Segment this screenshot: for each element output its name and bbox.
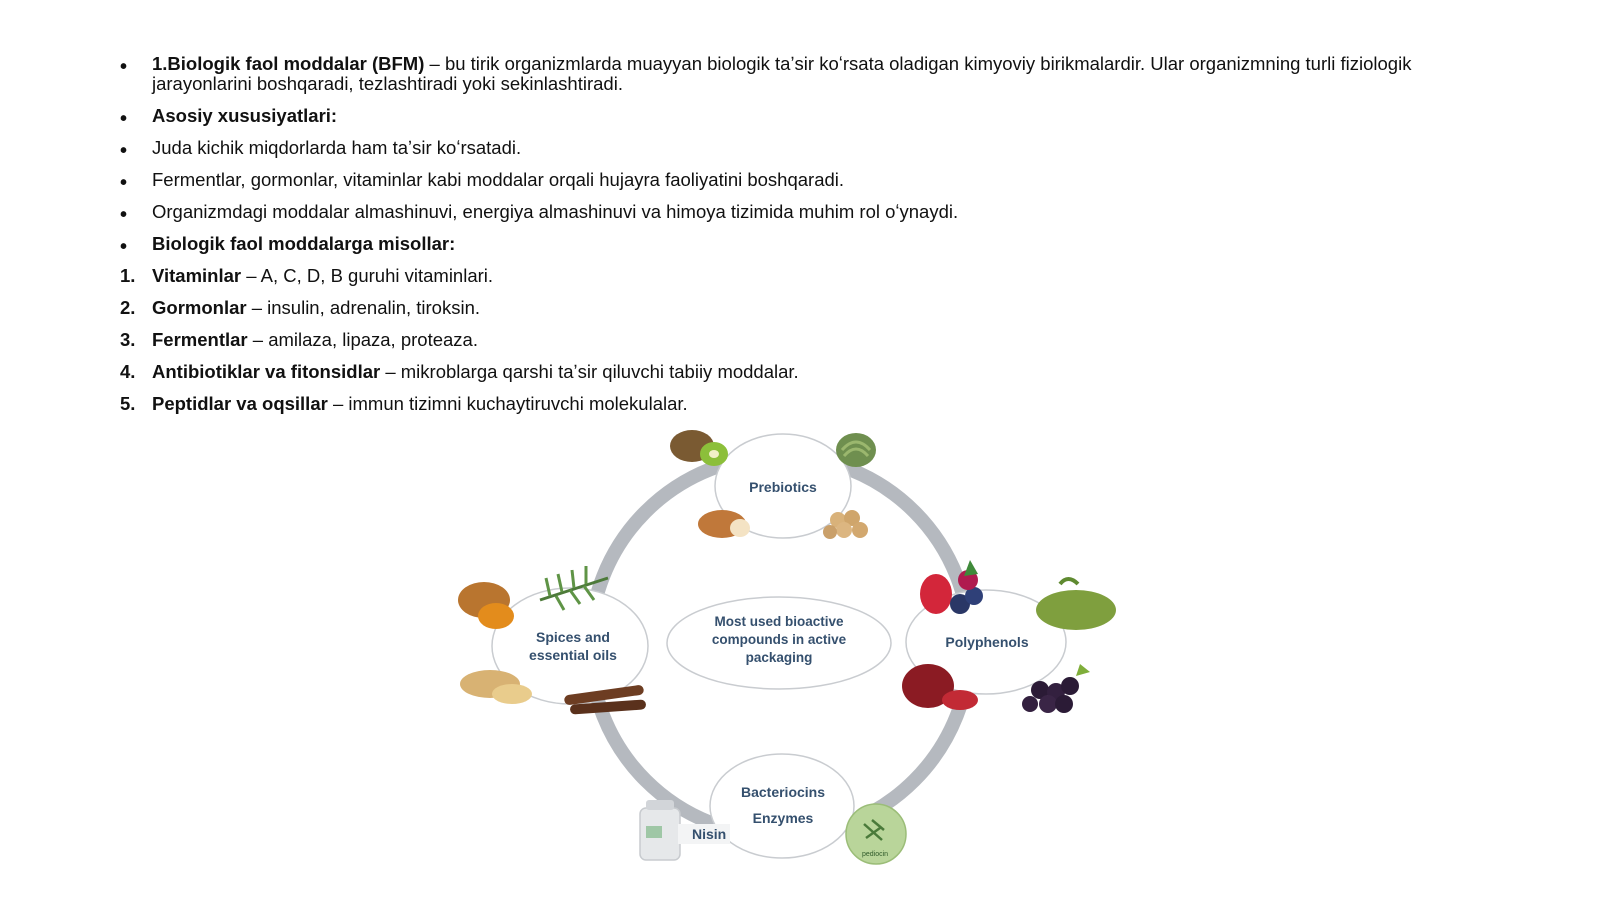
bullet-item: • Fermentlar, gormonlar, vitaminlar kabi… — [120, 169, 1500, 194]
item-term: Antibiotiklar va fitonsidlar — [152, 361, 381, 382]
node-polyphenols — [905, 589, 1067, 695]
polyphenols-label: Polyphenols — [945, 634, 1028, 650]
rosemary-icon — [539, 566, 609, 611]
grapes-icon — [1022, 664, 1090, 713]
nisin-bottle-icon — [639, 800, 730, 861]
numbered-item: 3. Fermentlar – amilaza, lipaza, proteaz… — [120, 330, 1500, 350]
numbered-item: 2. Gormonlar – insulin, adrenalin, tirok… — [120, 298, 1500, 318]
intro-description: – bu tirik organizmlarda muayyan biologi… — [152, 53, 1412, 94]
nisin-label: Nisin — [692, 826, 726, 842]
bullet-marker: • — [120, 204, 128, 226]
bullet-text: Juda kichik miqdorlarda ham taʼsir koʻrs… — [152, 137, 522, 158]
item-number: 4. — [120, 361, 136, 382]
intro-bullet: • 1.Biologik faol moddalar (BFM) – bu ti… — [120, 54, 1500, 94]
item-number: 1. — [120, 265, 136, 286]
item-term: Gormonlar — [152, 297, 247, 318]
numbered-item: 5. Peptidlar va oqsillar – immun tizimni… — [120, 394, 1500, 414]
item-description: – insulin, adrenalin, tiroksin. — [246, 297, 481, 318]
item-description: – immun tizimni kuchaytiruvchi molekulal… — [327, 393, 688, 414]
item-description: – amilaza, lipaza, proteaza. — [247, 329, 478, 350]
item-number: 3. — [120, 329, 136, 350]
bullet-text: Fermentlar, gormonlar, vitaminlar kabi m… — [152, 169, 845, 190]
bullet-marker: • — [120, 56, 128, 78]
center-label-line3: packaging — [746, 650, 813, 665]
bullet-marker: • — [120, 172, 128, 194]
turmeric-icon — [458, 582, 514, 629]
center-node — [666, 596, 892, 690]
pediocin-label: pediocin — [862, 851, 888, 858]
node-prebiotics — [714, 433, 852, 539]
diagram-svg: Nisin pediocin Prebiotics Spices and ess… — [458, 430, 1116, 865]
center-label-line2: compounds in active — [712, 632, 847, 647]
bullet-marker: • — [120, 236, 128, 258]
sweet-potato-icon — [698, 510, 750, 538]
text-content: • 1.Biologik faol moddalar (BFM) – bu ti… — [120, 54, 1500, 414]
ginger-icon — [460, 670, 532, 704]
artichoke-icon — [836, 433, 876, 467]
center-label-line1: Most used bioactive — [714, 614, 844, 629]
numbered-item: 4. Antibiotiklar va fitonsidlar – mikrob… — [120, 362, 1500, 382]
pomegranate-icon — [902, 664, 978, 710]
berries-icon — [920, 560, 983, 614]
spices-label-line1: Spices and — [536, 629, 610, 645]
bacteriocins-label: Bacteriocins — [741, 784, 825, 800]
pediocin-badge-icon — [845, 803, 907, 865]
node-bacteriocins — [709, 753, 855, 859]
bullet-text: Biologik faol moddalarga misollar: — [152, 233, 456, 254]
bullet-text: Asosiy xususiyatlari: — [152, 105, 338, 126]
bullet-item: • Organizmdagi moddalar almashinuvi, ene… — [120, 201, 1500, 226]
item-number: 5. — [120, 393, 136, 414]
bullet-marker: • — [120, 108, 128, 130]
cinnamon-icon — [564, 685, 646, 715]
green-powder-icon — [1036, 577, 1116, 630]
item-description: – mikroblarga qarshi taʼsir qiluvchi tab… — [380, 361, 799, 382]
numbered-item: 1. Vitaminlar – A, C, D, B guruhi vitami… — [120, 266, 1500, 286]
bioactive-compounds-diagram: Nisin pediocin Prebiotics Spices and ess… — [440, 428, 1140, 888]
item-number: 2. — [120, 297, 136, 318]
item-term: Peptidlar va oqsillar — [152, 393, 328, 414]
item-term: Vitaminlar — [152, 265, 242, 286]
bullet-text: Organizmdagi moddalar almashinuvi, energ… — [152, 201, 959, 222]
kiwi-icon — [670, 430, 728, 466]
enzymes-label: Enzymes — [753, 810, 814, 826]
bullet-marker: • — [120, 140, 128, 162]
chickpeas-icon — [823, 510, 868, 539]
prebiotics-label: Prebiotics — [749, 479, 817, 495]
bullet-item: • Juda kichik miqdorlarda ham taʼsir koʻ… — [120, 137, 1500, 162]
item-description: – A, C, D, B guruhi vitaminlari. — [241, 265, 494, 286]
bullet-item-examples-heading: • Biologik faol moddalarga misollar: — [120, 233, 1500, 258]
bullet-item-properties-heading: • Asosiy xususiyatlari: — [120, 105, 1500, 130]
intro-term: 1.Biologik faol moddalar (BFM) — [152, 53, 425, 74]
intro-text: 1.Biologik faol moddalar (BFM) – bu tiri… — [152, 53, 1411, 94]
spices-label-line2: essential oils — [529, 647, 617, 663]
item-term: Fermentlar — [152, 329, 248, 350]
